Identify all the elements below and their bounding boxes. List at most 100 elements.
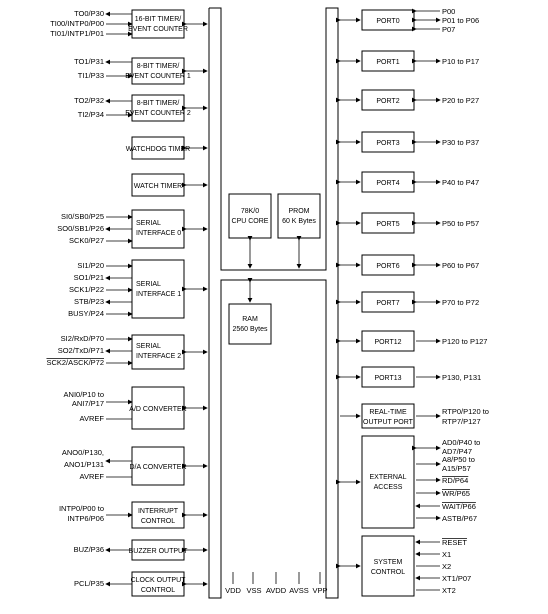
port2: PORT2 P20 to P27 — [336, 89, 479, 111]
port0-label: PORT0 — [376, 18, 399, 25]
serial2-label-2: INTERFACE 2 — [136, 353, 181, 360]
serial1-label-1: SERIAL — [136, 281, 161, 288]
sig-ano0: ANO0/P130, — [62, 448, 104, 457]
port12-label: PORT12 — [374, 339, 401, 346]
sig-si2: SI2/RxD/P70 — [61, 334, 104, 343]
pin-astb: ASTB/P67 — [442, 514, 477, 523]
sig-ti2: TI2/P34 — [78, 110, 104, 119]
sig-avref-dac: AVREF — [80, 472, 105, 481]
sys-label-1: SYSTEM — [374, 559, 403, 566]
cpu-label-1: 78K/0 — [241, 208, 259, 215]
ram-block: RAM 2560 Bytes — [228, 303, 272, 345]
timer8-2-label-2: EVENT COUNTER 2 — [125, 110, 191, 117]
left-blocks: 16-BIT TIMER/ EVENT COUNTER 8-BIT TIMER/… — [125, 9, 191, 597]
pin-ad7: AD7/P47 — [442, 447, 472, 456]
sig-sck0: SCK0/P27 — [69, 236, 104, 245]
pin-p10-p17: P10 to P17 — [442, 57, 479, 66]
external-access-block: EXTERNAL ACCESS AD0/P40 to AD7/P47 A8/P5… — [336, 435, 480, 529]
clockout-block: CLOCK OUTPUT CONTROL — [131, 571, 187, 597]
port1-label: PORT1 — [376, 59, 399, 66]
timer8-1-label-2: EVENT COUNTER 1 — [125, 73, 191, 80]
pin-a15: A15/P57 — [442, 464, 471, 473]
port12: PORT12 P120 to P127 — [336, 330, 487, 352]
clockout-label-1: CLOCK OUTPUT — [131, 577, 187, 584]
pin-p40-p47: P40 to P47 — [442, 178, 479, 187]
clockout-label-2: CONTROL — [141, 587, 175, 594]
pin-avdd: AVDD — [266, 586, 287, 595]
pin-p50-p57: P50 to P57 — [442, 219, 479, 228]
sig-intp0: INTP0/P00 to — [59, 504, 104, 513]
pin-rd: RD/P64 — [442, 476, 468, 485]
port5: PORT5 P50 to P57 — [336, 212, 479, 234]
sig-ani7: ANI7/P17 — [72, 399, 104, 408]
pin-ad0: AD0/P40 to — [442, 438, 480, 447]
serial0-label-2: INTERFACE 0 — [136, 230, 181, 237]
sig-si0: SI0/SB0/P25 — [61, 212, 104, 221]
ram-label-1: RAM — [242, 316, 258, 323]
port0: PORT0 P00 P01 to P06 P07 — [336, 7, 479, 34]
power-pins: VDD VSS AVDD AVSS VPP — [225, 572, 328, 595]
adc-label: A/D CONVERTER — [129, 406, 186, 413]
port2-label: PORT2 — [376, 98, 399, 105]
sig-to1: TO1/P31 — [74, 57, 104, 66]
sig-si1: SI1/P20 — [77, 261, 104, 270]
port6-label: PORT6 — [376, 263, 399, 270]
sig-so0: SO0/SB1/P26 — [57, 224, 104, 233]
timer8-1-block: 8-BIT TIMER/ EVENT COUNTER 1 — [125, 57, 191, 85]
pin-wait: WAIT/P66 — [442, 502, 476, 511]
dac-label: D/A CONVERTER — [129, 464, 186, 471]
pin-vpp: VPP — [312, 586, 327, 595]
serial0-label-1: SERIAL — [136, 220, 161, 227]
sig-intp6: INTP6/P06 — [67, 514, 104, 523]
port13-label: PORT13 — [374, 375, 401, 382]
dac-block: D/A CONVERTER — [129, 446, 187, 486]
sig-ano1: ANO1/P131 — [64, 460, 104, 469]
buzzer-label: BUZZER OUTPUT — [129, 548, 188, 555]
ext-label-2: ACCESS — [374, 484, 403, 491]
rtp-label-1: REAL-TIME — [369, 409, 407, 416]
sig-sck2: SCK2/ASCK/P72 — [46, 358, 104, 367]
system-control-block: SYSTEM CONTROL RESET X1 X2 XT1/P07 XT2 — [336, 535, 471, 597]
interrupt-label-2: CONTROL — [141, 518, 175, 525]
prom-label-2: 60 K Bytes — [282, 218, 316, 225]
buzzer-block: BUZZER OUTPUT — [129, 539, 188, 561]
rtp-block: REAL-TIME OUTPUT PORT RTP0/P120 to RTP7/… — [340, 403, 489, 429]
pin-p07: P07 — [442, 25, 455, 34]
cpu-label-2: CPU CORE — [232, 218, 269, 225]
port13: PORT13 P130, P131 — [336, 366, 481, 388]
pin-vdd: VDD — [225, 586, 241, 595]
prom-label-1: PROM — [289, 208, 310, 215]
pin-vss: VSS — [246, 586, 261, 595]
serial0-block: SERIAL INTERFACE 0 — [131, 209, 185, 249]
interrupt-block: INTERRUPT CONTROL — [131, 501, 185, 529]
port4-label: PORT4 — [376, 180, 399, 187]
prom-block: PROM 60 K Bytes — [277, 193, 321, 239]
cpu-core-block: 78K/0 CPU CORE — [228, 193, 272, 239]
pin-p30-p37: P30 to P37 — [442, 138, 479, 147]
pin-wr: WR/P65 — [442, 489, 470, 498]
timer16-block: 16-BIT TIMER/ EVENT COUNTER — [128, 9, 188, 39]
watch-timer-label: WATCH TIMER — [134, 183, 182, 190]
port7: PORT7 P70 to P72 — [336, 291, 479, 313]
pin-p120-p127: P120 to P127 — [442, 337, 487, 346]
pin-rtp0: RTP0/P120 to — [442, 407, 489, 416]
timer16-label-2: EVENT COUNTER — [128, 26, 188, 33]
pin-p60-p67: P60 to P67 — [442, 261, 479, 270]
serial2-block: SERIAL INTERFACE 2 — [131, 334, 185, 370]
serial1-block: SERIAL INTERFACE 1 — [131, 259, 185, 319]
sig-sck1: SCK1/P22 — [69, 285, 104, 294]
timer16-label-1: 16-BIT TIMER/ — [135, 16, 181, 23]
center-blocks: 78K/0 CPU CORE PROM 60 K Bytes RAM 2560 … — [228, 193, 321, 345]
port4: PORT4 P40 to P47 — [336, 171, 479, 193]
rtp-label-2: OUTPUT PORT — [363, 419, 414, 426]
pin-reset: RESET — [442, 538, 467, 547]
interrupt-label-1: INTERRUPT — [138, 508, 179, 515]
timer8-1-label-1: 8-BIT TIMER/ — [137, 63, 180, 70]
pin-p70-p72: P70 to P72 — [442, 298, 479, 307]
pin-xt1: XT1/P07 — [442, 574, 471, 583]
sig-stb: STB/P23 — [74, 297, 104, 306]
left-bus-connectors — [182, 21, 208, 587]
port6: PORT6 P60 to P67 — [336, 254, 479, 276]
